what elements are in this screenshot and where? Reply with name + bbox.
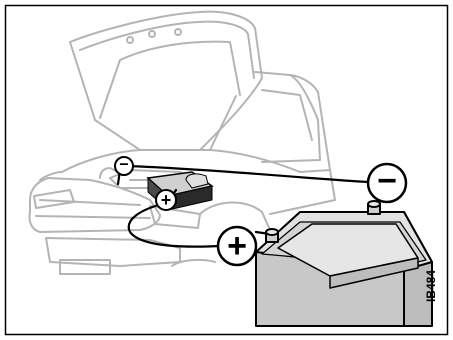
booster-battery bbox=[256, 201, 432, 326]
positive-symbol-small: + bbox=[156, 190, 176, 210]
svg-text:+: + bbox=[161, 190, 172, 210]
open-hood bbox=[70, 12, 262, 150]
svg-text:−: − bbox=[377, 162, 397, 200]
svg-text:−: − bbox=[119, 157, 128, 174]
windshield bbox=[255, 72, 320, 162]
negative-symbol-large: − bbox=[368, 162, 406, 202]
svg-text:+: + bbox=[227, 227, 247, 265]
negative-symbol-small: − bbox=[115, 157, 133, 176]
positive-symbol-large: + bbox=[218, 227, 256, 265]
figure-code-label: IB484 bbox=[424, 262, 438, 302]
